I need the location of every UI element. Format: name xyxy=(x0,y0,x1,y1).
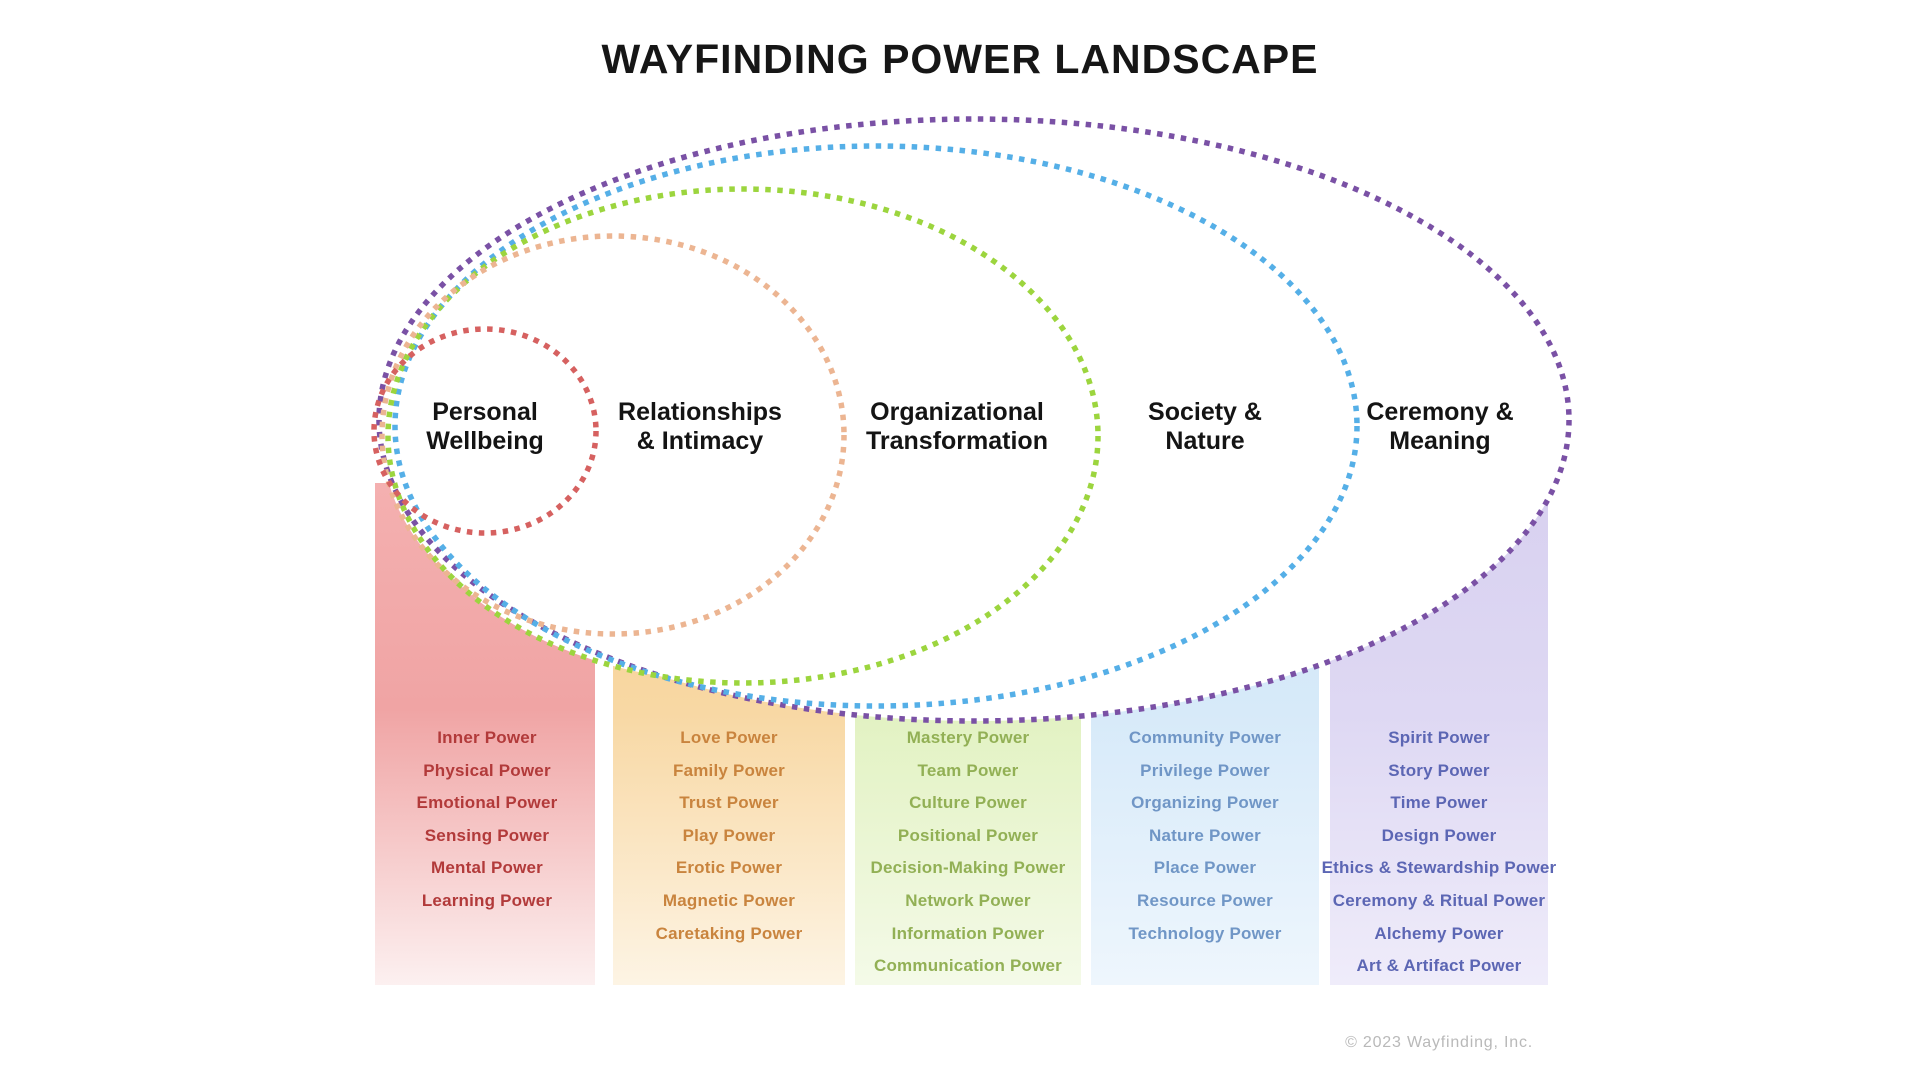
power-item: Privilege Power xyxy=(1140,760,1270,780)
power-item: Erotic Power xyxy=(675,858,783,878)
power-item: Technology Power xyxy=(1128,923,1282,943)
power-item: Alchemy Power xyxy=(1374,923,1504,943)
ring-label-society-nature: Society & Nature xyxy=(1148,398,1262,456)
power-item: Place Power xyxy=(1153,858,1257,878)
ring-label-personal-wellbeing: Personal Wellbeing xyxy=(426,398,544,456)
power-item: Resource Power xyxy=(1136,890,1274,910)
organizational-transformation-ring xyxy=(385,186,1101,686)
power-item: Family Power xyxy=(673,760,785,780)
power-item: Sensing Power xyxy=(424,825,550,845)
ring-label-line: Transformation xyxy=(866,427,1048,455)
power-item: Time Power xyxy=(1390,793,1488,813)
ring-label-ceremony-meaning: Ceremony & Meaning xyxy=(1366,398,1513,456)
ring-label-line: Society & xyxy=(1148,398,1262,426)
ring-label-line: Organizational xyxy=(870,398,1044,426)
power-item: Caretaking Power xyxy=(655,923,803,943)
power-item: Mental Power xyxy=(431,858,543,878)
power-item: Positional Power xyxy=(897,825,1039,845)
power-item: Mastery Power xyxy=(906,728,1030,747)
ring-label-relationships-intimacy: Relationships & Intimacy xyxy=(618,398,782,456)
power-item: Trust Power xyxy=(679,793,779,813)
power-item: Communication Power xyxy=(874,956,1062,976)
power-item: Culture Power xyxy=(909,793,1027,813)
power-item: Spirit Power xyxy=(1388,728,1490,747)
power-item: Art & Artifact Power xyxy=(1356,956,1522,976)
ring-label-line: Wellbeing xyxy=(426,427,544,455)
personal-wellbeing-ring-fill xyxy=(374,329,596,533)
power-item: Ethics & Stewardship Power xyxy=(1321,858,1557,878)
power-item: Ceremony & Ritual Power xyxy=(1332,890,1546,910)
ring-label-line: Ceremony & xyxy=(1366,398,1514,426)
power-item: Play Power xyxy=(682,825,776,845)
ring-label-line: Personal xyxy=(432,398,538,426)
power-item: Emotional Power xyxy=(416,793,558,813)
power-item: Love Power xyxy=(680,728,778,747)
power-item: Magnetic Power xyxy=(662,890,796,910)
power-item: Community Power xyxy=(1128,728,1282,747)
ring-label-line: Nature xyxy=(1165,427,1245,455)
ring-label-line: Relationships xyxy=(618,398,782,426)
power-item: Organizing Power xyxy=(1131,793,1279,813)
personal-wellbeing-ring xyxy=(371,326,599,536)
power-item: Learning Power xyxy=(421,890,553,910)
power-item: Information Power xyxy=(891,923,1045,943)
power-item: Decision-Making Power xyxy=(870,858,1066,878)
ceremony-meaning-ring xyxy=(376,116,1572,724)
power-item: Inner Power xyxy=(437,728,537,747)
power-item: Design Power xyxy=(1381,825,1497,845)
ring-label-organizational-transformation: Organizational Transformation xyxy=(866,398,1048,456)
power-item: Nature Power xyxy=(1148,825,1261,845)
ring-label-line: Meaning xyxy=(1389,427,1491,455)
society-nature-ring xyxy=(392,143,1360,709)
copyright-notice: © 2023 Wayfinding, Inc. xyxy=(1345,1034,1533,1051)
power-item: Story Power xyxy=(1388,760,1490,780)
ring-strokes xyxy=(371,116,1572,724)
relationships-intimacy-ring xyxy=(379,233,847,637)
power-item: Team Power xyxy=(917,760,1019,780)
ring-label-line: & Intimacy xyxy=(636,427,764,455)
page-title: WAYFINDING POWER LANDSCAPE xyxy=(601,36,1319,82)
power-item: Network Power xyxy=(905,890,1031,910)
power-item: Physical Power xyxy=(423,760,551,780)
